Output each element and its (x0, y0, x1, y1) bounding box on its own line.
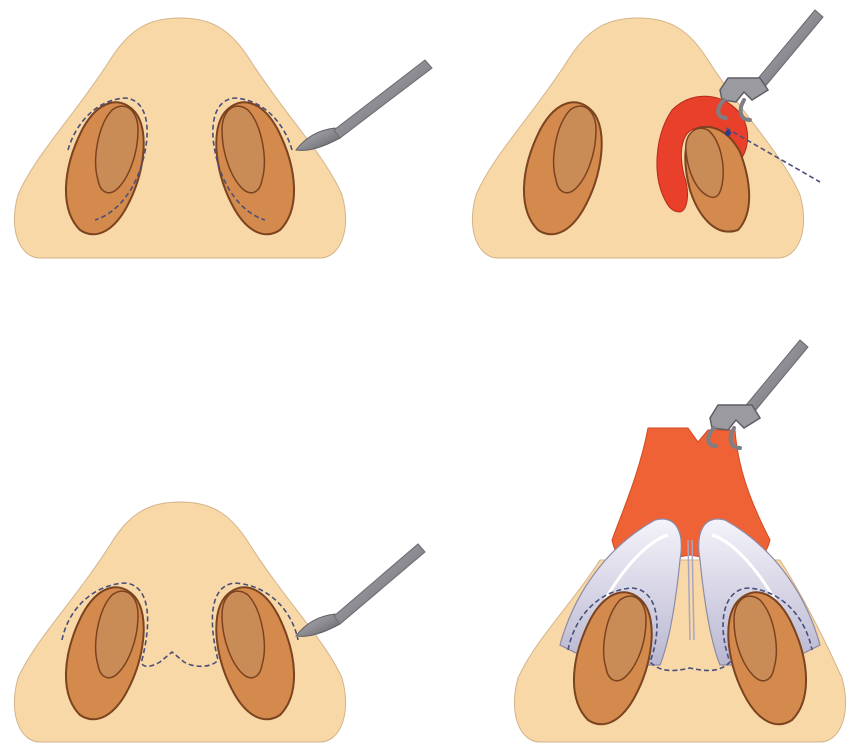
scalpel-icon (296, 60, 432, 150)
panel-1 (14, 18, 432, 258)
panel-3 (14, 502, 425, 742)
nose-base-2 (472, 18, 803, 258)
panel-4 (514, 340, 845, 742)
nose-base-1 (14, 18, 345, 258)
scalpel-icon (296, 544, 425, 636)
panel-2 (472, 10, 823, 258)
nose-base-3 (14, 502, 345, 742)
hook-tip-dot (725, 130, 731, 136)
